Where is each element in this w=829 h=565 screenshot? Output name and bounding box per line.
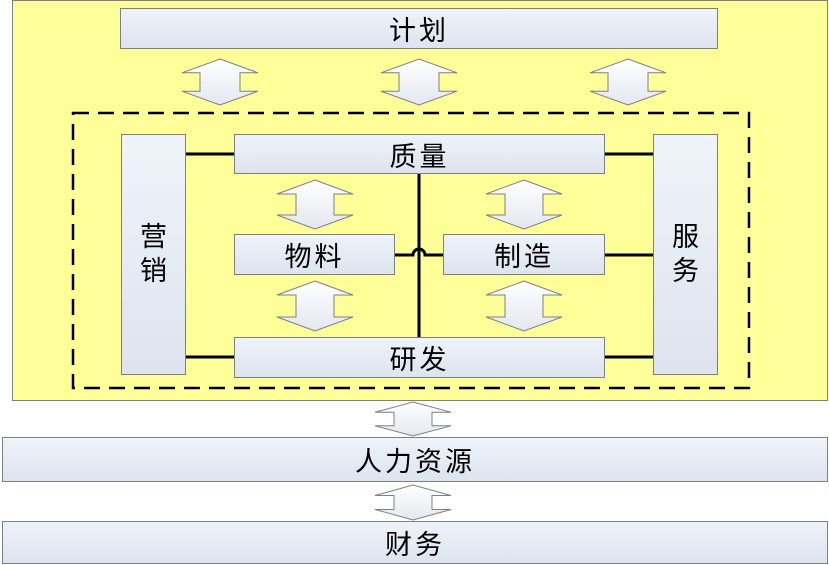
finance-box: 财务 bbox=[2, 521, 828, 564]
connector-materials-manufacturing-hop bbox=[395, 247, 443, 257]
marketing-label: 营销 bbox=[140, 221, 167, 287]
materials-box: 物料 bbox=[234, 234, 395, 275]
connector-lines bbox=[186, 152, 653, 359]
manufacturing-box: 制造 bbox=[443, 234, 605, 275]
arrow-plan-marketing bbox=[181, 58, 259, 106]
service-box: 服务 bbox=[653, 134, 718, 375]
plan-box: 计划 bbox=[120, 8, 718, 49]
arrow-plan-center bbox=[380, 58, 458, 106]
quality-box: 质量 bbox=[234, 134, 605, 174]
dashed-boundary bbox=[71, 111, 751, 390]
arrow-quality-manufacturing bbox=[485, 179, 563, 230]
arrow-materials-rnd bbox=[276, 280, 354, 332]
hr-box: 人力资源 bbox=[2, 437, 828, 482]
arrow-quality-materials bbox=[276, 179, 354, 230]
arrow-hr-finance bbox=[374, 484, 452, 521]
marketing-box: 营销 bbox=[121, 134, 186, 375]
service-label: 服务 bbox=[672, 221, 699, 287]
double-arrows bbox=[181, 58, 667, 521]
rnd-box: 研发 bbox=[234, 337, 605, 378]
arrow-plan-service bbox=[589, 58, 667, 106]
arrow-manufacturing-rnd bbox=[485, 280, 563, 332]
arrow-frame-hr bbox=[374, 401, 452, 437]
